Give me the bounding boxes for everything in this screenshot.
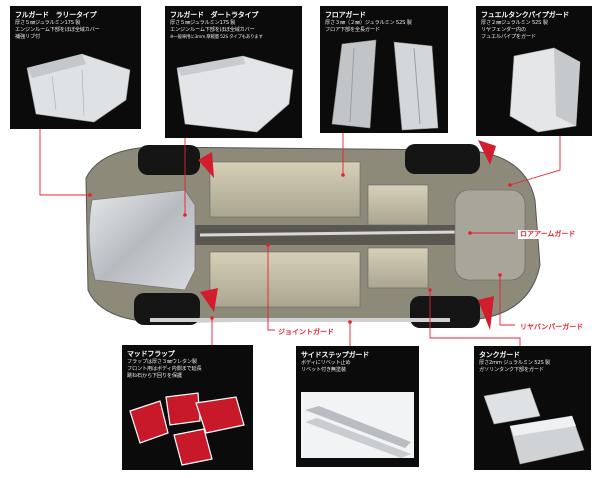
panel-desc-line: 厚さ５㎜ジュラルミン17S 製 <box>170 20 236 26</box>
panel-desc-line: エンジンルーム下部をほぼ全域カバー <box>15 27 100 33</box>
panel-title: サイドステップガード <box>301 351 369 359</box>
rear-floor-right <box>367 247 429 289</box>
rear-left-tire <box>405 144 480 174</box>
rally-guard-image <box>26 53 131 123</box>
panel-desc-line: 厚さ２㎜ジュラルミン 52S 製 <box>481 20 548 26</box>
panel-desc-line: ボディにリベット止め <box>301 360 351 366</box>
panel-title: フルガード ラリータイプ <box>15 11 97 19</box>
fuel-pipe-guard-image <box>509 47 581 133</box>
panel-side-step-guard: サイドステップガード ボディにリベット止め リベット付き無塗装 <box>296 346 419 467</box>
panel-note: ※一般車用に3mm 厚軽量 52S タイプもあります <box>170 35 263 40</box>
panel-desc-line: 厚さ５㎜ジュラルミン17S 製 <box>15 20 81 26</box>
panel-desc-line: フロア下部を全長ガード <box>325 27 380 33</box>
panel-title: フュエルタンクパイプガード <box>481 11 570 19</box>
panel-desc-line: フュエルパイプをガード <box>481 34 536 40</box>
panel-desc-line: フロント用はボディ内側まで延長 <box>127 366 202 372</box>
tank-guard-image <box>483 387 585 465</box>
panel-desc-line: 補強リブ付 <box>15 34 40 40</box>
panel-title: マッドフラップ <box>127 350 175 358</box>
floor-pan-right <box>209 251 361 308</box>
mud-flap-rear-left <box>478 140 496 165</box>
rear-right-tire <box>410 296 480 328</box>
side-step-image-bg <box>301 392 414 458</box>
side-step-image <box>305 406 411 458</box>
mud-flap-image <box>129 392 245 466</box>
panel-title: フロアガード <box>325 11 366 19</box>
side-step-strip <box>150 318 450 322</box>
panel-fuel-pipe-guard: フュエルタンクパイプガード 厚さ２㎜ジュラルミン 52S 製 リヤフェンダー内の… <box>476 6 592 136</box>
panel-desc-line: エンジンルーム下部をほぼ全域カバー <box>170 27 255 33</box>
floor-guard-image <box>331 39 439 131</box>
front-full-guard <box>88 189 196 291</box>
dirt-guard-image <box>176 55 294 133</box>
panel-full-guard-dirt: フルガード ダートラタイプ 厚さ５㎜ジュラルミン17S 製 エンジンルーム下部を… <box>165 6 302 138</box>
callout-rear-bumper-guard: リヤバンパーガード <box>518 323 586 332</box>
panel-desc-line: リヤフェンダー内の <box>481 27 526 33</box>
front-right-tire <box>134 293 200 325</box>
panel-desc-line: 厚さ３㎜（２㎜）ジュラルミン 52S 製 <box>325 20 412 26</box>
callout-lower-arm-guard: ロアアームガード <box>518 230 578 239</box>
floor-pan-left <box>209 161 361 218</box>
panel-title: フルガード ダートラタイプ <box>170 11 259 19</box>
panel-title: タンクガード <box>479 351 520 359</box>
front-left-tire <box>138 145 200 175</box>
panel-mud-flap: マッドフラップ フラップは厚さ３㎜ウレタン製 フロント用はボディ内側まで延長 跳… <box>122 345 253 470</box>
panel-desc-line: ガソリンタンク下部をガード <box>479 367 544 373</box>
panel-floor-guard: フロアガード 厚さ３㎜（２㎜）ジュラルミン 52S 製 フロア下部を全長ガード <box>320 6 448 133</box>
panel-desc-line: フラップは厚さ３㎜ウレタン製 <box>127 359 197 365</box>
panel-full-guard-rally: フルガード ラリータイプ 厚さ５㎜ジュラルミン17S 製 エンジンルーム下部をほ… <box>10 6 141 129</box>
panel-desc-line: 跳ね石から下回りを保護 <box>127 373 182 379</box>
panel-desc-line: リベット付き無塗装 <box>301 367 346 373</box>
panel-tank-guard: タンクガード 厚さ2mm ジュラルミン 52S 製 ガソリンタンク下部をガード <box>474 346 591 470</box>
mud-flap-front-left <box>198 152 214 178</box>
exhaust-pipe <box>199 230 461 237</box>
callout-joint-guard: ジョイントガード <box>276 328 336 337</box>
fuel-tank-area <box>454 189 526 281</box>
rear-floor-left <box>367 184 429 226</box>
panel-desc-line: 厚さ2mm ジュラルミン 52S 製 <box>479 360 550 366</box>
mud-flap-front-right <box>200 288 218 312</box>
